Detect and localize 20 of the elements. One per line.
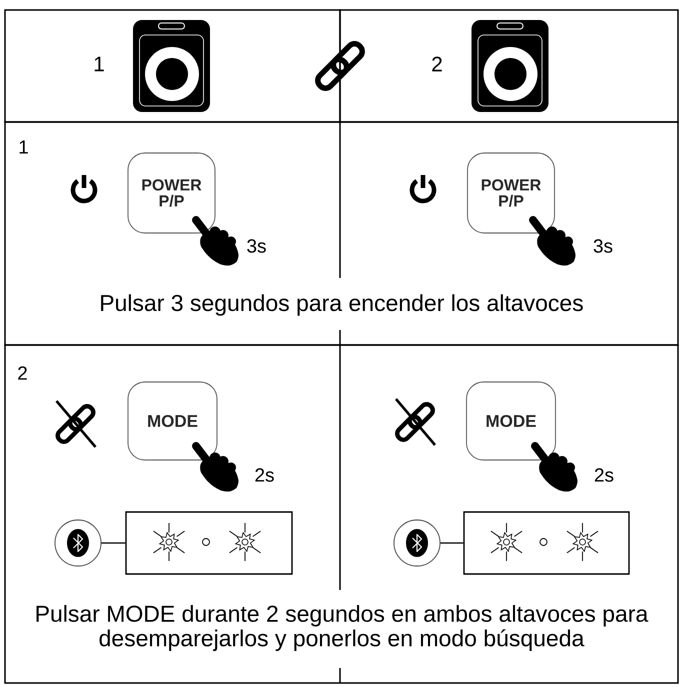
mode-button: MODE bbox=[128, 382, 218, 460]
power-button: POWER P/P bbox=[467, 152, 555, 234]
step-panel bbox=[4, 344, 679, 684]
instruction-text: Pulsar MODE durante 2 segundos en ambos altavoces para desemparejarlos y ponerlos en modo búsqueda bbox=[36, 605, 648, 651]
duration-label: 2s bbox=[594, 468, 614, 482]
duration-label: 3s bbox=[247, 239, 266, 253]
grid-cell bbox=[339, 9, 679, 123]
instruction-text: Pulsar 3 segundos para encender los altavoces bbox=[101, 294, 583, 316]
speaker-number: 2 bbox=[432, 56, 442, 72]
connector-line bbox=[440, 542, 464, 544]
step-number: 1 bbox=[20, 140, 28, 154]
duration-label: 2s bbox=[255, 468, 274, 482]
grid-cell bbox=[4, 9, 341, 123]
connector-line bbox=[101, 542, 126, 544]
mode-button: MODE bbox=[466, 382, 556, 460]
power-button: POWER P/P bbox=[128, 152, 216, 234]
step-panel bbox=[4, 121, 679, 346]
step-number: 2 bbox=[18, 366, 27, 380]
duration-label: 3s bbox=[594, 239, 612, 253]
speaker-number: 1 bbox=[94, 56, 104, 72]
